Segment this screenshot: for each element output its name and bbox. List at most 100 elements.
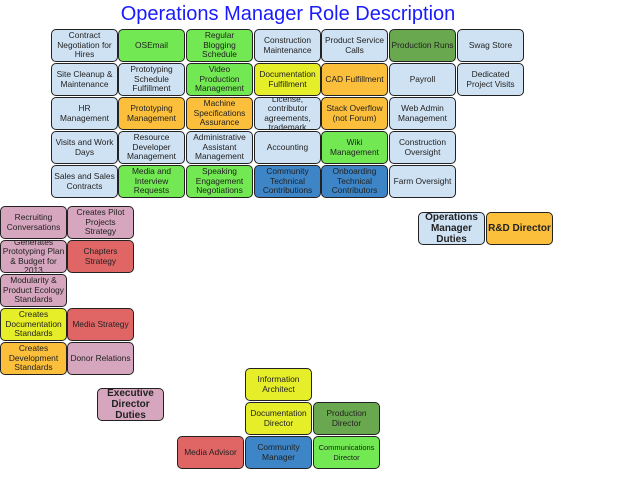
- role-box-prototyping-schedule-fulfillment: Prototyping Schedule Fulfillment: [118, 63, 185, 96]
- role-box-label: Machine Specifications Assurance: [193, 98, 246, 128]
- role-box-construction-maintenance: Construction Maintenance: [254, 29, 321, 62]
- role-box-label: Documentation Director: [250, 408, 307, 428]
- role-box-label: Documentation Fulfillment: [259, 69, 316, 89]
- role-box-label: Product Service Calls: [324, 35, 385, 55]
- role-box-executive-director-duties: Executive Director Duties: [97, 388, 164, 421]
- role-box-label: Operations Manager Duties: [425, 212, 478, 245]
- role-box-label: Sales and Sales Contracts: [54, 171, 115, 191]
- diagram-title: Operations Manager Role Description: [120, 3, 456, 25]
- role-box-contract-negotiation-for-hires: Contract Negotiation for Hires: [51, 29, 118, 62]
- role-box-label: Video Production Management: [195, 64, 244, 94]
- role-box-label: Community Manager: [257, 442, 300, 462]
- role-box-documentation-fulfillment: Documentation Fulfillment: [254, 63, 321, 96]
- role-box-administrative-assistant-management: Administrative Assistant Management: [186, 131, 253, 164]
- role-box-label: Construction Maintenance: [263, 35, 312, 55]
- role-box-donor-relations: Donor Relations: [67, 342, 134, 375]
- role-box-resource-developer-management: Resource Developer Management: [118, 131, 185, 164]
- role-box-label: R&D Director: [488, 223, 551, 234]
- role-box-label: Web Admin Management: [398, 103, 447, 123]
- role-box-label: Onboarding Technical Contributors: [331, 166, 378, 196]
- role-box-label: Administrative Assistant Management: [193, 132, 246, 162]
- role-box-visits-and-work-days: Visits and Work Days: [51, 131, 118, 164]
- role-box-wiki-management: Wiki Management: [321, 131, 388, 164]
- role-box-label: Generates Prototyping Plan & Budget for …: [2, 240, 65, 273]
- role-box-onboarding-technical-contributors: Onboarding Technical Contributors: [321, 165, 388, 198]
- role-box-label: Modularity & Product Ecology Standards: [3, 275, 64, 305]
- role-box-label: License, contributor agreements, tradema…: [264, 97, 311, 130]
- role-box-community-manager: Community Manager: [245, 436, 312, 469]
- role-box-label: HR Management: [60, 103, 109, 123]
- role-box-label: Creates Documentation Standards: [5, 309, 62, 339]
- role-box-label: Recruiting Conversations: [6, 212, 61, 232]
- role-box-prototyping-management: Prototyping Management: [118, 97, 185, 130]
- role-box-label: Media Advisor: [184, 446, 237, 457]
- role-box-label: Media Strategy: [72, 318, 129, 329]
- role-box-recruiting-conversations: Recruiting Conversations: [0, 206, 67, 239]
- role-box-license-contributor-agreements-trademark: License, contributor agreements, tradema…: [254, 97, 321, 130]
- role-box-label: Chapters Strategy: [83, 246, 118, 266]
- role-box-label: Donor Relations: [70, 352, 131, 363]
- role-box-label: Community Technical Contributions: [262, 166, 313, 196]
- role-box-operations-manager-duties: Operations Manager Duties: [418, 212, 485, 245]
- role-box-media-strategy: Media Strategy: [67, 308, 134, 341]
- role-box-chapters-strategy: Chapters Strategy: [67, 240, 134, 273]
- role-box-dedicated-project-visits: Dedicated Project Visits: [457, 63, 524, 96]
- role-box-label: Stack Overflow (not Forum): [326, 103, 383, 123]
- role-box-payroll: Payroll: [389, 63, 456, 96]
- role-box-site-cleanup-maintenance: Site Cleanup & Maintenance: [51, 63, 118, 96]
- role-box-modularity-product-ecology-standards: Modularity & Product Ecology Standards: [0, 274, 67, 307]
- role-box-hr-management: HR Management: [51, 97, 118, 130]
- role-box-label: Swag Store: [468, 39, 513, 50]
- role-box-production-runs: Production Runs: [389, 29, 456, 62]
- role-box-label: Accounting: [266, 141, 309, 152]
- role-box-label: OSEmail: [134, 39, 169, 50]
- role-box-label: Site Cleanup & Maintenance: [56, 69, 113, 89]
- role-box-label: Executive Director Duties: [107, 388, 154, 421]
- role-box-generates-prototyping-plan-budget-for-2013: Generates Prototyping Plan & Budget for …: [0, 240, 67, 273]
- role-box-label: Production Director: [326, 408, 367, 428]
- role-box-label: Media and Interview Requests: [131, 166, 172, 196]
- role-box-cad-fulfillment: CAD Fulfillment: [321, 63, 388, 96]
- role-box-label: Visits and Work Days: [55, 137, 114, 157]
- role-box-speaking-engagement-negotiations: Speaking Engagement Negotiations: [186, 165, 253, 198]
- role-box-machine-specifications-assurance: Machine Specifications Assurance: [186, 97, 253, 130]
- role-box-label: Speaking Engagement Negotiations: [195, 166, 244, 196]
- role-box-r-d-director: R&D Director: [486, 212, 553, 245]
- role-box-production-director: Production Director: [313, 402, 380, 435]
- role-box-label: Prototyping Schedule Fulfillment: [130, 64, 173, 94]
- role-box-swag-store: Swag Store: [457, 29, 524, 62]
- role-box-information-architect: Information Architect: [245, 368, 312, 401]
- role-box-osemail: OSEmail: [118, 29, 185, 62]
- role-box-label: Creates Development Standards: [8, 343, 59, 373]
- role-box-label: Dedicated Project Visits: [466, 69, 515, 89]
- role-box-accounting: Accounting: [254, 131, 321, 164]
- role-box-label: Payroll: [409, 73, 436, 84]
- role-box-product-service-calls: Product Service Calls: [321, 29, 388, 62]
- role-box-creates-documentation-standards: Creates Documentation Standards: [0, 308, 67, 341]
- role-box-construction-oversight: Construction Oversight: [389, 131, 456, 164]
- role-box-label: Resource Developer Management: [127, 132, 176, 162]
- role-box-creates-pilot-projects-strategy: Creates Pilot Projects Strategy: [67, 206, 134, 239]
- role-box-label: Contract Negotiation for Hires: [57, 30, 112, 60]
- role-box-communications-director: Communications Director: [313, 436, 380, 469]
- role-box-label: Production Runs: [391, 39, 454, 50]
- role-box-media-and-interview-requests: Media and Interview Requests: [118, 165, 185, 198]
- role-box-sales-and-sales-contracts: Sales and Sales Contracts: [51, 165, 118, 198]
- role-box-documentation-director: Documentation Director: [245, 402, 312, 435]
- role-box-web-admin-management: Web Admin Management: [389, 97, 456, 130]
- role-box-stack-overflow-not-forum: Stack Overflow (not Forum): [321, 97, 388, 130]
- role-box-label: CAD Fulfillment: [325, 73, 384, 84]
- role-box-label: Information Architect: [257, 374, 300, 394]
- role-box-media-advisor: Media Advisor: [177, 436, 244, 469]
- role-box-label: Wiki Management: [330, 137, 379, 157]
- role-box-label: Regular Blogging Schedule: [202, 30, 237, 60]
- role-box-label: Creates Pilot Projects Strategy: [76, 207, 125, 237]
- role-box-label: Prototyping Management: [127, 103, 176, 123]
- role-box-farm-oversight: Farm Oversight: [389, 165, 456, 198]
- role-box-label: Farm Oversight: [393, 175, 452, 186]
- role-box-creates-development-standards: Creates Development Standards: [0, 342, 67, 375]
- role-box-video-production-management: Video Production Management: [186, 63, 253, 96]
- role-box-label: Construction Oversight: [398, 137, 446, 157]
- role-box-community-technical-contributions: Community Technical Contributions: [254, 165, 321, 198]
- role-box-regular-blogging-schedule: Regular Blogging Schedule: [186, 29, 253, 62]
